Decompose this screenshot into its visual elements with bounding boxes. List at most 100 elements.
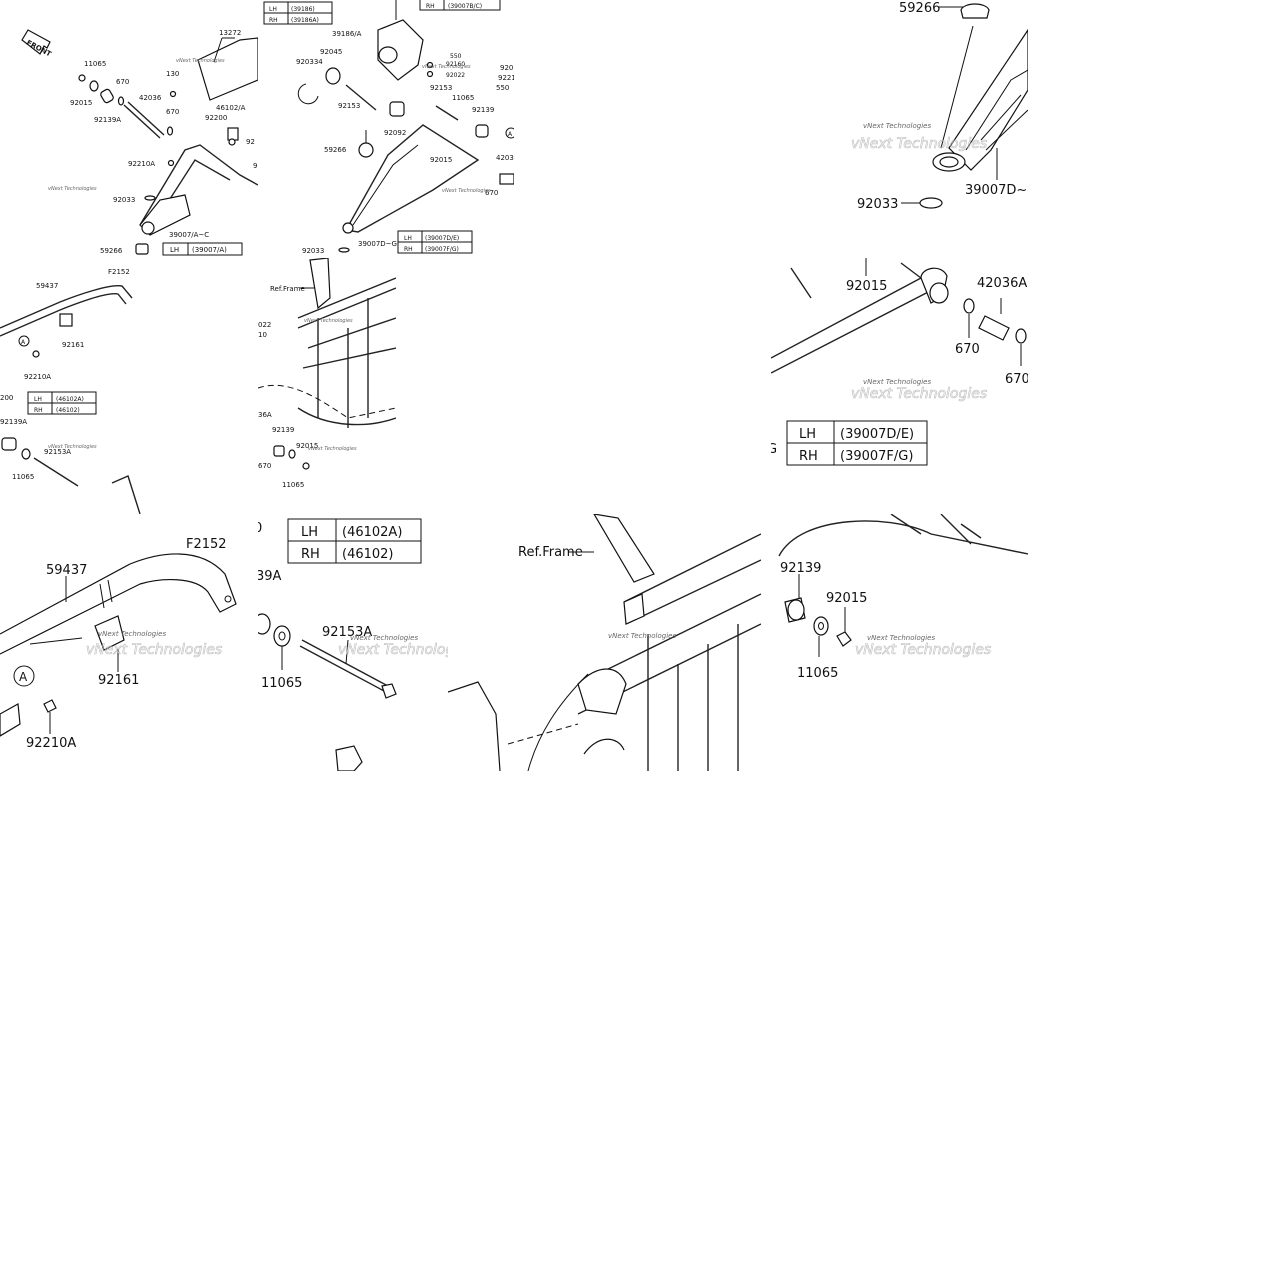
bolt-92153A [299, 645, 387, 693]
table-rh-value: (46102) [56, 407, 80, 414]
watermark: vNext Technologies [867, 634, 935, 642]
label-920334: 920334 [296, 58, 323, 66]
stabilizer-bar [0, 553, 237, 655]
label-ref-frame: Ref.Frame [518, 545, 583, 560]
label-92015: 92015 [826, 591, 867, 606]
label-92161: 92161 [98, 673, 139, 688]
table-lh-value: (46102A) [342, 525, 402, 540]
label-39A: 39A [258, 569, 282, 584]
label-92033: 92033 [302, 247, 324, 255]
table-rh-label: RH [34, 407, 43, 414]
bolt-zoom-svg: 0 LH (46102A) RH (46102) 39A 11065 92153… [258, 518, 448, 771]
label-92139: 92139 [272, 426, 294, 434]
label-46102A: 46102/A [216, 104, 246, 112]
label-92092: 92092 [384, 129, 406, 137]
diagram-tile-arm-overview: FRONT 13272 42036 92015 11065 92139A 670… [0, 0, 258, 258]
label-cut: G [771, 442, 777, 457]
label-59437: 59437 [46, 563, 87, 578]
table-lh-label: LH [404, 235, 412, 242]
table-lh-label: LH [34, 396, 42, 403]
label-39007AC: 39007/A~C [169, 231, 209, 239]
table-lh-label: LH [301, 525, 318, 540]
bracket-mount [577, 668, 627, 715]
stabilizer-zoom-svg: F2152 59437 92161 A 92210A vNext Technol… [0, 537, 237, 751]
stabilizer-small-svg: F2152 59437 92161 A 92210A 200 LH (46102… [0, 268, 141, 514]
label-4203: 4203 [496, 154, 514, 162]
table-lh-value: (39007D/E) [425, 235, 459, 242]
table-rh-label: RH [426, 3, 435, 10]
label-92161: 92161 [62, 341, 84, 349]
watermark: vNext Technologies [98, 630, 166, 638]
label-36A: 36A [258, 411, 272, 419]
shaft-42036 [123, 104, 161, 139]
watermark: vNext Technologies [48, 186, 97, 192]
label-92139: 92139 [780, 561, 821, 576]
label-550-top: 550 [450, 53, 462, 60]
label-59266: 59266 [324, 146, 347, 154]
label-022: 022 [258, 321, 271, 329]
watermark: vNext Technologies [863, 378, 931, 386]
label-92022: 92022 [446, 72, 465, 79]
label-92200: 92200 [205, 114, 227, 122]
table-lh-value: (39007/A) [192, 246, 227, 254]
table-rh-label: RH [404, 246, 413, 253]
label-11065: 11065 [12, 473, 34, 481]
stabilizer-bar [0, 285, 133, 329]
table-lh-label: LH [799, 427, 816, 442]
arm-overview-svg: FRONT 13272 42036 92015 11065 92139A 670… [21, 29, 258, 256]
watermark: vNext Technologies [304, 318, 353, 324]
diagram-tile-bushing-zoom: ) 92139 11065 92015 vNext Technologies v… [771, 514, 1028, 771]
ref-circle-a [13, 665, 35, 687]
label-59437: 59437 [36, 282, 58, 290]
label-39007DG: 39007D~G [358, 240, 397, 248]
bushing-92161 [94, 615, 125, 651]
frame-upright [309, 258, 331, 310]
label-92210A: 92210A [128, 160, 155, 168]
label-92153A: 92153A [322, 625, 372, 640]
watermark: vNext Technologies [422, 64, 471, 70]
label-92045: 92045 [320, 48, 342, 56]
label-670-b: 670 [1005, 372, 1028, 387]
frame-zoom-svg: Ref.Frame vNext Technologies [448, 514, 761, 771]
table-lh-label: LH [170, 246, 179, 254]
table-lh-label: LH [269, 6, 277, 13]
diagram-tile-frame-small: Ref.Frame 022 10 36A 92139 92015 670 110… [258, 258, 396, 514]
table-lh-value: (46102A) [56, 396, 84, 403]
label-550-bottom: 550 [496, 84, 509, 92]
ball-joint [358, 142, 374, 158]
label-670-a: 670 [955, 342, 980, 357]
table-lh-value: (39007D/E) [840, 427, 914, 442]
table-rh-value: (39007B/C) [448, 3, 482, 10]
lower-a-arm [344, 124, 480, 233]
table-rh-label: RH [799, 449, 818, 464]
label-59266: 59266 [899, 1, 940, 16]
watermark: vNext Technologies [608, 632, 676, 640]
pivot-boss [929, 282, 949, 304]
label-670: 670 [485, 189, 498, 197]
table-lh-39007A [162, 242, 243, 256]
watermark: vNext Technologies [863, 122, 931, 130]
collar-42036A [978, 315, 1010, 341]
label-200: 200 [0, 394, 13, 402]
ball-joint-socket [141, 221, 155, 235]
knuckle-overview-svg: LH (39186) RH (39186A) RH (39007B/C) 391… [263, 0, 514, 255]
circlip-92033 [919, 197, 943, 209]
steering-knuckle [377, 19, 424, 81]
label-92139A: 92139A [0, 418, 27, 426]
watermark: vNext Technologies [48, 444, 97, 450]
watermark-large: vNext Technologies [851, 136, 987, 152]
label-9221: 9221 [498, 74, 514, 82]
table-39007BC [419, 0, 501, 11]
label-670: 670 [258, 462, 271, 470]
label-92033: 92033 [857, 197, 898, 212]
table-rh-value: (39007F/G) [840, 449, 913, 464]
label-92-b: 92 [253, 162, 258, 170]
table-rh-value: (39007F/G) [425, 246, 459, 253]
o-ring-670-a [963, 298, 975, 314]
frame-small-svg: Ref.Frame 022 10 36A 92139 92015 670 110… [258, 258, 396, 489]
label-11065: 11065 [261, 676, 302, 691]
tube-zoom-svg: 92015 670 42036A 670 G LH (39007D/E) RH … [771, 258, 1028, 466]
label-F2152: F2152 [108, 268, 130, 276]
label-cut: ) [771, 629, 772, 644]
watermark-large: vNext Technologies [851, 386, 987, 402]
